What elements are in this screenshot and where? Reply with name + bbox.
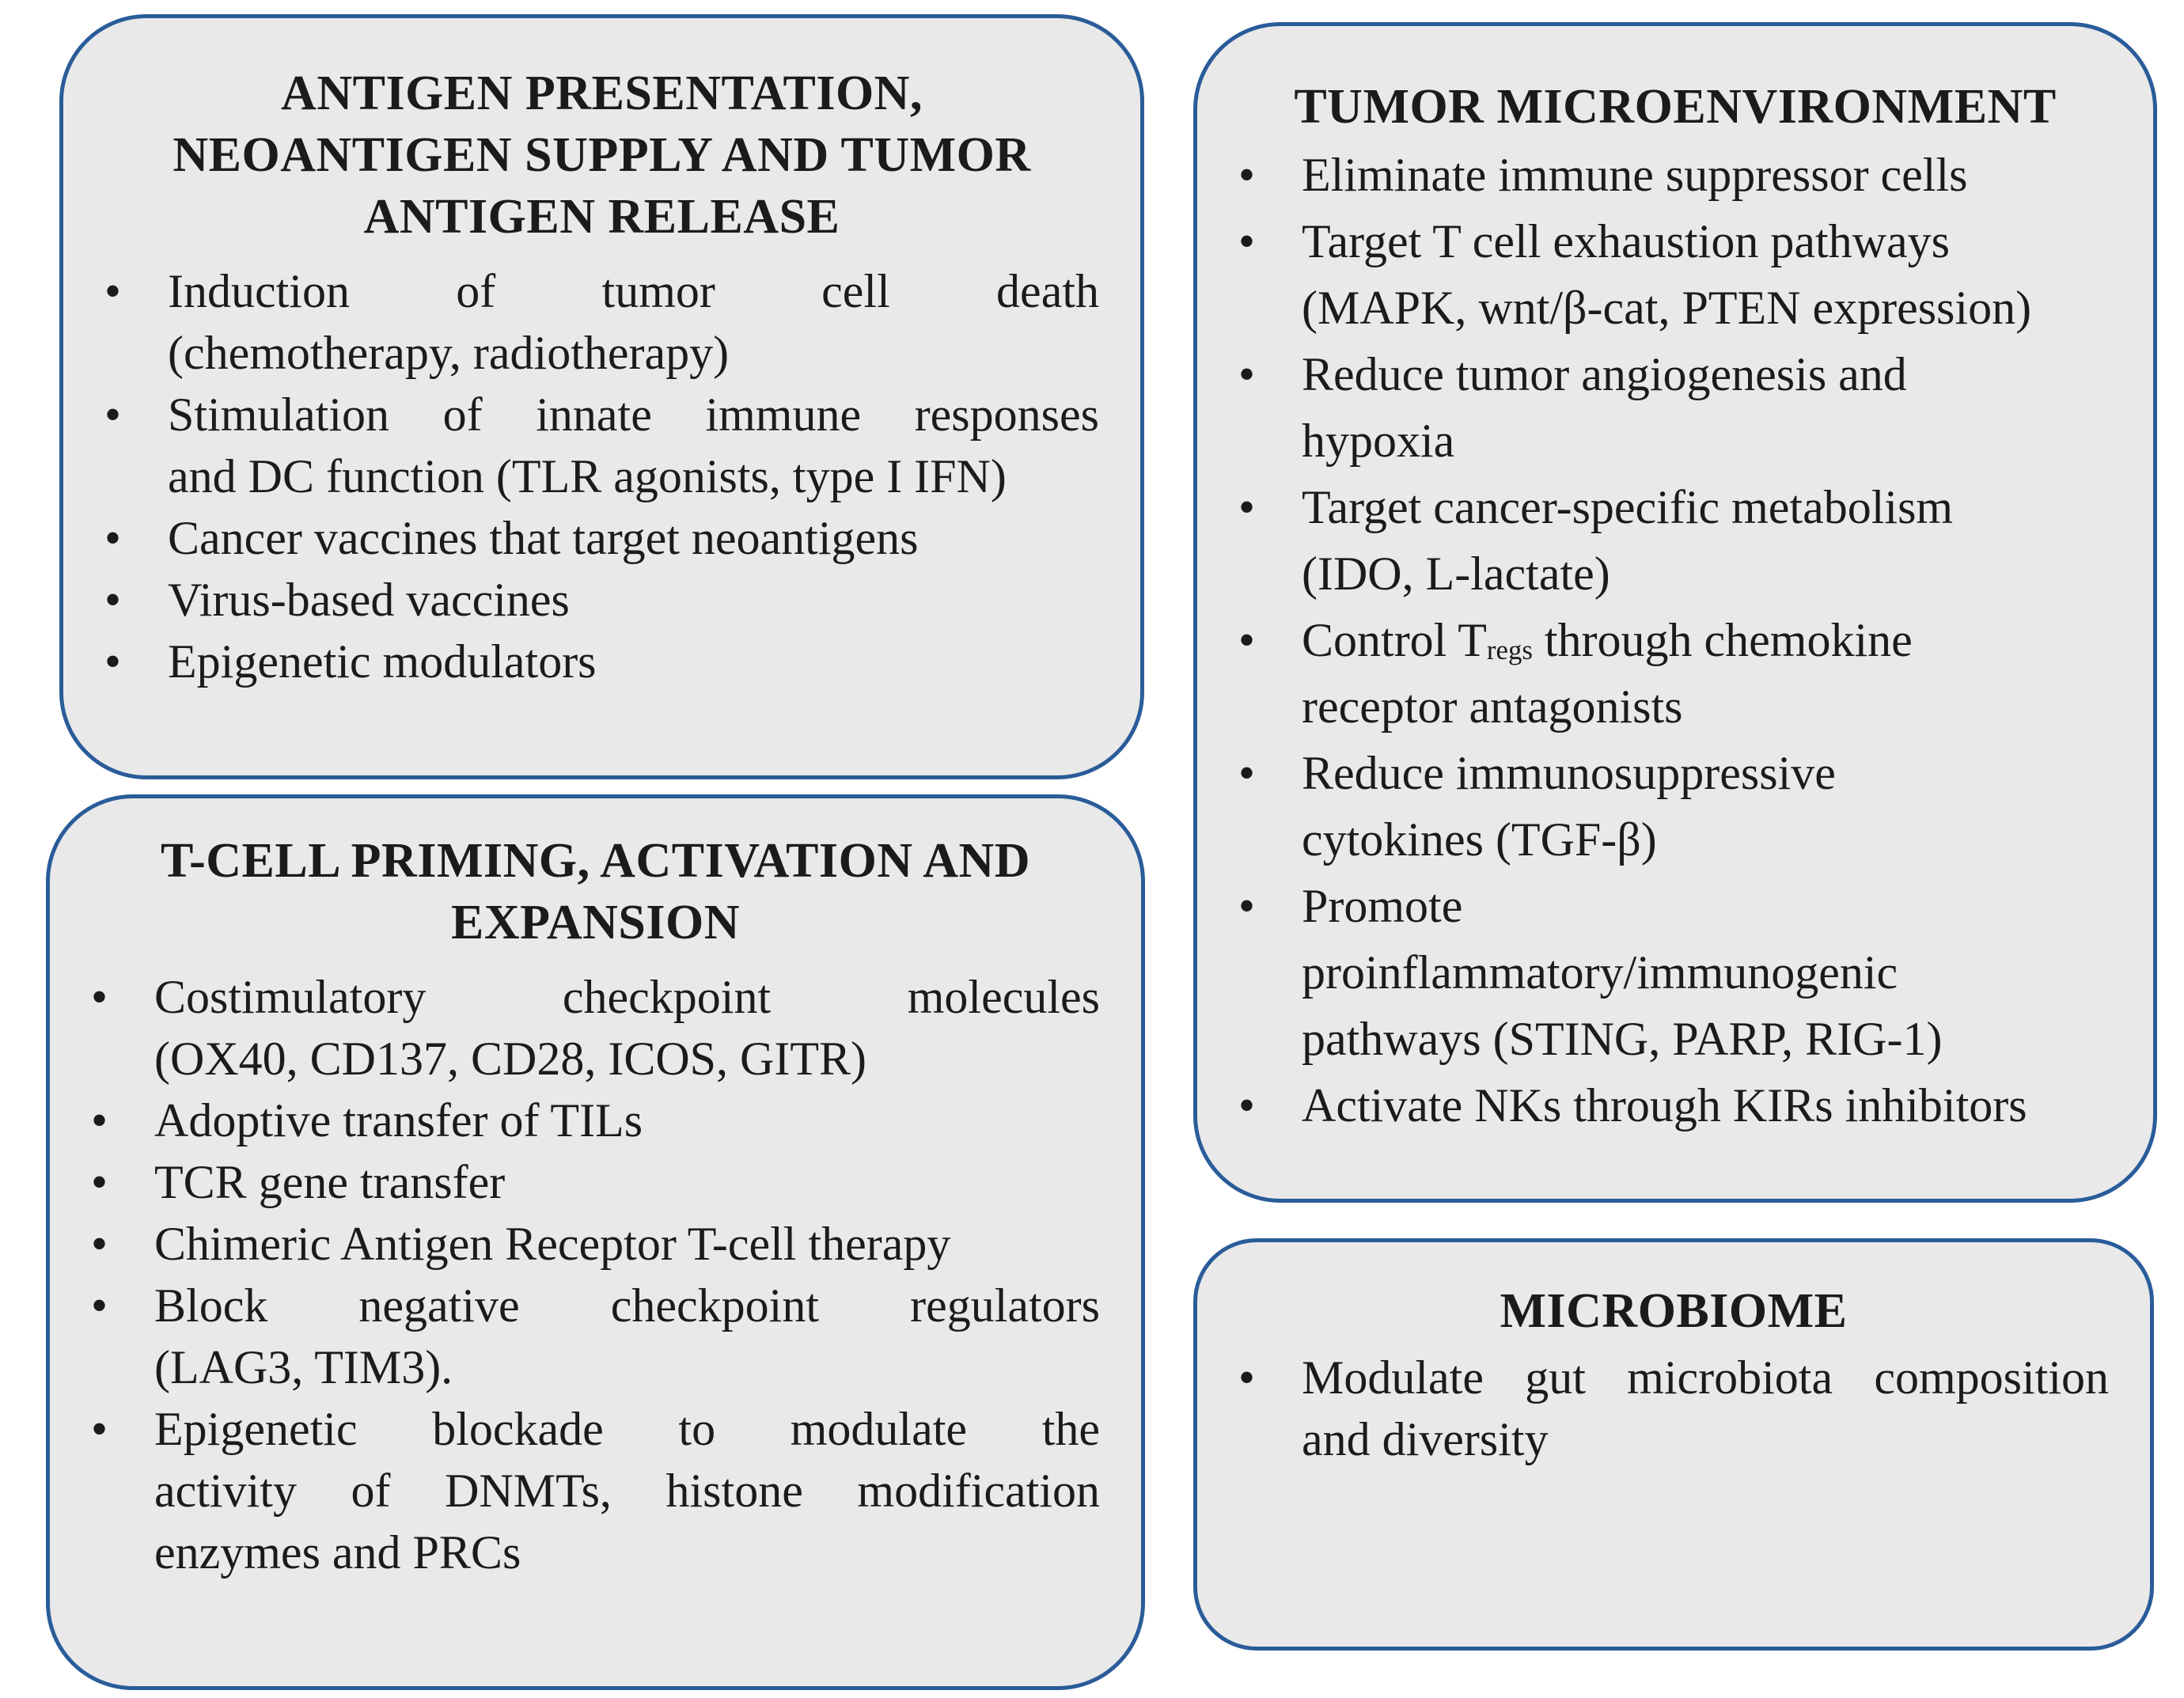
bullet-line: Eliminate immune suppressor cells <box>1302 149 1968 201</box>
bullet-dot-icon: • <box>104 265 122 317</box>
bullet-line: Virus-based vaccines <box>168 574 570 626</box>
bullet-item: • Stimulation of innate immune responses a… <box>63 384 1140 507</box>
bullet-line: and DC function (TLR agonists, type I IF… <box>168 450 1007 502</box>
bullet-list: • Induction of tumor cell death (chemother… <box>63 260 1140 692</box>
bullet-item: • Chimeric Antigen Receptor T-cell therap… <box>50 1213 1141 1275</box>
bullet-dot-icon: • <box>1238 481 1256 533</box>
bullet-dot-icon: • <box>91 1279 108 1332</box>
bullet-item: • Block negative checkpoint regulators (LA… <box>50 1275 1141 1398</box>
bullet-line: Block negative checkpoint regulators <box>154 1279 1100 1332</box>
bullet-item: • Promote proinflammatory/immunogenic pathw… <box>1197 873 2153 1072</box>
bullet-list: • Modulate gut microbiota composition and … <box>1197 1347 2150 1470</box>
antigen-presentation-box: ANTIGEN PRESENTATION,NEOANTIGEN SUPPLY A… <box>59 14 1144 779</box>
bullet-line: Target cancer-specific metabolism <box>1302 481 1954 533</box>
bullet-line: Adoptive transfer of TILs <box>154 1094 643 1147</box>
bullet-line: Activate NKs through KIRs inhibitors <box>1302 1079 2027 1131</box>
bullet-line: Reduce immunosuppressive <box>1302 747 1836 799</box>
bullet-line: and diversity <box>1302 1413 1549 1465</box>
bullet-line: (OX40, CD137, CD28, ICOS, GITR) <box>154 1033 866 1085</box>
bullet-line: pathways (STING, PARP, RIG-1) <box>1302 1013 1943 1065</box>
bullet-dot-icon: • <box>91 1094 108 1147</box>
bullet-item: • Costimulatory checkpoint molecules (OX40… <box>50 966 1141 1090</box>
bullet-dot-icon: • <box>1238 1351 1256 1404</box>
bullet-dot-icon: • <box>1238 149 1256 201</box>
bullet-dot-icon: • <box>104 512 122 564</box>
bullet-dot-icon: • <box>91 1403 108 1455</box>
bullet-list: • Eliminate immune suppressor cells • Targe… <box>1197 142 2153 1139</box>
bullet-item: • Epigenetic blockade to modulate the acti… <box>50 1398 1141 1583</box>
bullet-line: proinflammatory/immunogenic <box>1302 946 1898 999</box>
bullet-line: Target T cell exhaustion pathways <box>1302 215 1950 267</box>
bullet-item: • Control Tregs through chemokine receptor… <box>1197 607 2153 740</box>
bullet-line: hypoxia <box>1302 415 1455 467</box>
bullet-item: • Activate NKs through KIRs inhibitors <box>1197 1072 2153 1139</box>
bullet-dot-icon: • <box>1238 1079 1256 1131</box>
box-title: MICROBIOME <box>1500 1284 1848 1338</box>
bullet-line: (IDO, L-lactate) <box>1302 548 1610 600</box>
bullet-list: • Costimulatory checkpoint molecules (OX40… <box>50 966 1141 1583</box>
bullet-dot-icon: • <box>1238 215 1256 267</box>
bullet-item: • Modulate gut microbiota composition and … <box>1197 1347 2150 1470</box>
bullet-line: Epigenetic modulators <box>168 635 597 688</box>
bullet-item: • TCR gene transfer <box>50 1151 1141 1213</box>
bullet-line: Induction of tumor cell death <box>168 265 1099 317</box>
bullet-dot-icon: • <box>91 1156 108 1208</box>
bullet-dot-icon: • <box>104 388 122 441</box>
bullet-item: • Reduce immunosuppressive cytokines (TGF-… <box>1197 740 2153 873</box>
bullet-item: • Reduce tumor angiogenesis and hypoxia <box>1197 341 2153 474</box>
bullet-line: enzymes and PRCs <box>154 1526 521 1579</box>
tumor-microenvironment-box: TUMOR MICROENVIRONMENT • Eliminate immune… <box>1193 22 2157 1203</box>
bullet-line: (chemotherapy, radiotherapy) <box>168 327 730 379</box>
bullet-dot-icon: • <box>1238 614 1256 666</box>
microbiome-box: MICROBIOME • Modulate gut microbiota comp… <box>1193 1238 2154 1651</box>
bullet-line: activity of DNMTs, histone modification <box>154 1465 1100 1517</box>
bullet-line: (MAPK, wnt/β-cat, PTEN expression) <box>1302 282 2032 334</box>
bullet-item: • Virus-based vaccines <box>63 569 1140 631</box>
bullet-dot-icon: • <box>1238 348 1256 400</box>
bullet-line: Epigenetic blockade to modulate the <box>154 1403 1100 1455</box>
bullet-line: Reduce tumor angiogenesis and <box>1302 348 1907 400</box>
bullet-line: Promote <box>1302 880 1463 932</box>
bullet-dot-icon: • <box>104 635 122 688</box>
bullet-item: • Epigenetic modulators <box>63 631 1140 692</box>
bullet-item: • Induction of tumor cell death (chemother… <box>63 260 1140 384</box>
bullet-line: cytokines (TGF-β) <box>1302 813 1657 866</box>
bullet-line: TCR gene transfer <box>154 1156 506 1208</box>
bullet-item: • Cancer vaccines that target neoantigens <box>63 507 1140 569</box>
bullet-dot-icon: • <box>1238 880 1256 932</box>
bullet-item: • Target T cell exhaustion pathways (MAPK,… <box>1197 208 2153 341</box>
bullet-line: Costimulatory checkpoint molecules <box>154 971 1100 1023</box>
bullet-line: Cancer vaccines that target neoantigens <box>168 512 919 564</box>
bullet-item: • Target cancer-specific metabolism (IDO, … <box>1197 474 2153 607</box>
bullet-dot-icon: • <box>91 1218 108 1270</box>
bullet-item: • Eliminate immune suppressor cells <box>1197 142 2153 208</box>
bullet-line: (LAG3, TIM3). <box>154 1341 453 1393</box>
box-title: TUMOR MICROENVIRONMENT <box>1294 80 2057 134</box>
bullet-line: Stimulation of innate immune responses <box>168 388 1099 441</box>
bullet-line: receptor antagonists <box>1302 680 1683 733</box>
bullet-line: Modulate gut microbiota composition <box>1302 1351 2109 1404</box>
bullet-line: Control Tregs through chemokine <box>1302 614 1913 666</box>
box-title: ANTIGEN PRESENTATION,NEOANTIGEN SUPPLY A… <box>173 66 1031 244</box>
bullet-item: • Adoptive transfer of TILs <box>50 1090 1141 1151</box>
bullet-line: Chimeric Antigen Receptor T-cell therapy <box>154 1218 951 1270</box>
bullet-dot-icon: • <box>91 971 108 1023</box>
bullet-dot-icon: • <box>1238 747 1256 799</box>
bullet-dot-icon: • <box>104 574 122 626</box>
